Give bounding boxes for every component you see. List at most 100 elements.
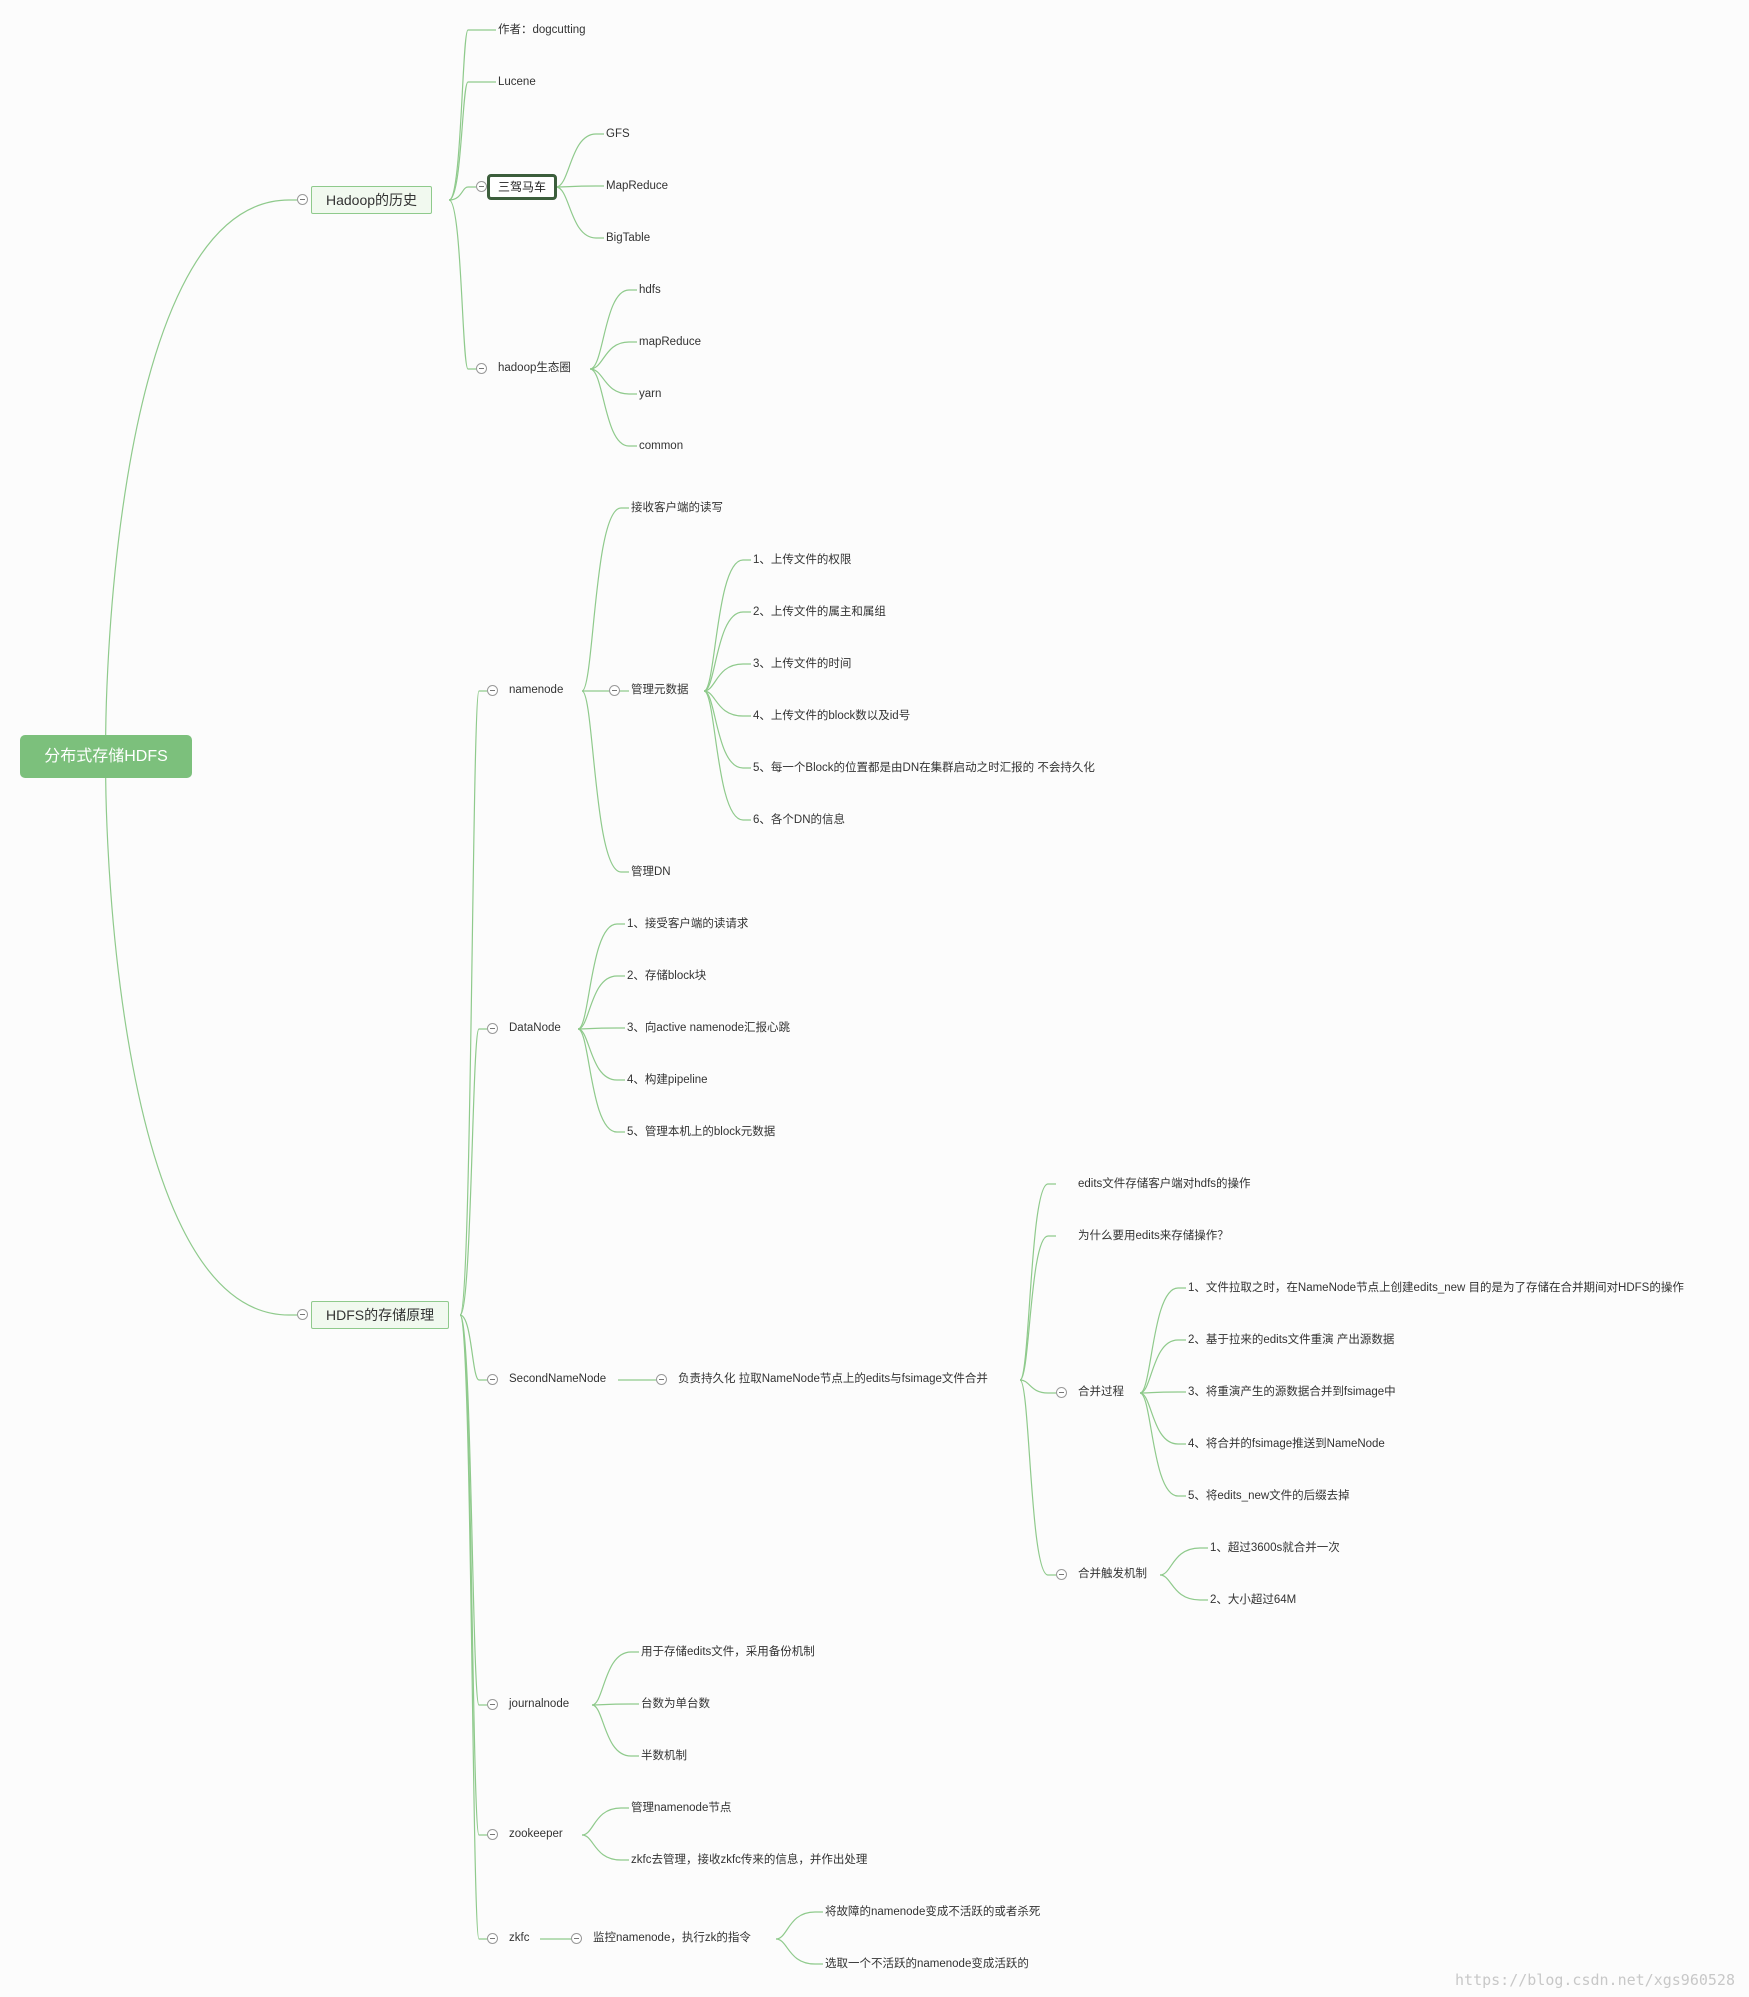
collapse-icon[interactable] xyxy=(476,181,487,192)
connector xyxy=(775,1938,823,1965)
topic-zkfc-monitor[interactable]: 监控namenode，执行zk的指令 xyxy=(593,1932,751,1944)
connector xyxy=(703,663,751,692)
topic-snn-duty[interactable]: 负责持久化 拉取NameNode节点上的edits与fsimage文件合并 xyxy=(678,1373,988,1385)
topic-jn-2[interactable]: 台数为单台数 xyxy=(641,1698,710,1710)
connector xyxy=(703,690,751,821)
topic-lucene[interactable]: Lucene xyxy=(498,76,536,88)
connector xyxy=(1139,1392,1186,1445)
collapse-icon[interactable] xyxy=(487,685,498,696)
root-node[interactable]: 分布式存储HDFS xyxy=(20,735,192,778)
collapse-icon[interactable] xyxy=(297,1309,308,1320)
topic-merge-5[interactable]: 5、将edits_new文件的后缀去掉 xyxy=(1188,1490,1350,1502)
connector xyxy=(1019,1235,1056,1381)
topic-meta-5[interactable]: 5、每一个Block的位置都是由DN在集群启动之时汇报的 不会持久化 xyxy=(753,762,1095,774)
topic-merge-3[interactable]: 3、将重演产生的源数据合并到fsimage中 xyxy=(1188,1386,1396,1398)
topic-metadata[interactable]: 管理元数据 xyxy=(631,684,689,696)
connector xyxy=(581,1807,629,1836)
topic-client-rw[interactable]: 接收客户端的读写 xyxy=(631,502,723,514)
connector xyxy=(459,1028,487,1316)
topic-hadoop-history[interactable]: Hadoop的历史 xyxy=(311,186,433,214)
collapse-icon[interactable] xyxy=(487,1374,498,1385)
collapse-icon[interactable] xyxy=(487,1829,498,1840)
topic-dn-4[interactable]: 4、构建pipeline xyxy=(627,1074,708,1086)
topic-jn-1[interactable]: 用于存储edits文件，采用备份机制 xyxy=(641,1646,815,1658)
topic-zookeeper[interactable]: zookeeper xyxy=(509,1828,563,1840)
topic-hadoop-ecosystem[interactable]: hadoop生态圈 xyxy=(498,362,571,374)
topic-meta-4[interactable]: 4、上传文件的block数以及id号 xyxy=(753,710,911,722)
topic-why-edits[interactable]: 为什么要用edits来存储操作？ xyxy=(1078,1230,1229,1242)
topic-dn-3[interactable]: 3、向active namenode汇报心跳 xyxy=(627,1022,790,1034)
watermark: https://blog.csdn.net/xgs960528 xyxy=(1455,1971,1735,1989)
connector xyxy=(591,1703,639,1706)
connector xyxy=(577,923,625,1030)
connector xyxy=(1139,1391,1186,1394)
collapse-icon[interactable] xyxy=(487,1933,498,1944)
collapse-icon[interactable] xyxy=(487,1023,498,1034)
topic-journalnode[interactable]: journalnode xyxy=(509,1698,570,1710)
topic-mapreduce[interactable]: MapReduce xyxy=(606,180,669,192)
topic-merge-trigger[interactable]: 合并触发机制 xyxy=(1078,1568,1147,1580)
collapse-icon[interactable] xyxy=(656,1374,667,1385)
topic-edits-store[interactable]: edits文件存储客户端对hdfs的操作 xyxy=(1078,1178,1251,1190)
collapse-icon[interactable] xyxy=(609,685,620,696)
collapse-icon[interactable] xyxy=(487,1699,498,1710)
topic-merge-process[interactable]: 合并过程 xyxy=(1078,1386,1124,1398)
topic-secondnamenode[interactable]: SecondNameNode xyxy=(509,1373,607,1385)
connector xyxy=(555,185,604,188)
connector xyxy=(555,186,604,239)
topic-namenode[interactable]: namenode xyxy=(509,684,564,696)
connector xyxy=(581,1834,629,1861)
topic-dn-1[interactable]: 1、接受客户端的读请求 xyxy=(627,918,749,930)
topic-meta-1[interactable]: 1、上传文件的权限 xyxy=(753,554,852,566)
topic-merge-2[interactable]: 2、基于拉来的edits文件重演 产出源数据 xyxy=(1188,1334,1395,1346)
connector xyxy=(703,559,751,692)
collapse-icon[interactable] xyxy=(1056,1569,1067,1580)
connector xyxy=(105,755,297,1316)
connector xyxy=(448,29,476,201)
topic-zk-1[interactable]: 管理namenode节点 xyxy=(631,1802,732,1814)
topic-mapreduce-eco[interactable]: mapReduce xyxy=(639,336,702,348)
topic-hdfs-storage[interactable]: HDFS的存储原理 xyxy=(311,1301,450,1329)
connector xyxy=(459,1314,487,1706)
connector xyxy=(1139,1287,1186,1394)
connector xyxy=(589,341,637,370)
topic-jn-3[interactable]: 半数机制 xyxy=(641,1750,687,1762)
connector xyxy=(577,1028,625,1133)
topic-yarn[interactable]: yarn xyxy=(639,388,662,400)
topic-merge-1[interactable]: 1、文件拉取之时，在NameNode节点上创建edits_new 目的是为了存储… xyxy=(1188,1282,1684,1294)
topic-zk-2[interactable]: zkfc去管理，接收zkfc传来的信息，并作出处理 xyxy=(631,1854,868,1866)
topic-hdfs[interactable]: hdfs xyxy=(639,284,661,296)
topic-troika-selected[interactable]: 三驾马车 xyxy=(487,174,558,200)
collapse-icon[interactable] xyxy=(476,363,487,374)
topic-zkfc-1[interactable]: 将故障的namenode变成不活跃的或者杀死 xyxy=(825,1906,1041,1918)
topic-dn-2[interactable]: 2、存储block块 xyxy=(627,970,707,982)
connector xyxy=(703,690,751,717)
connector xyxy=(1019,1379,1056,1576)
topic-zkfc[interactable]: zkfc xyxy=(509,1932,530,1944)
collapse-icon[interactable] xyxy=(1056,1387,1067,1398)
topic-trigger-1[interactable]: 1、超过3600s就合并一次 xyxy=(1210,1542,1340,1554)
topic-manage-dn[interactable]: 管理DN xyxy=(631,866,671,878)
topic-datanode[interactable]: DataNode xyxy=(509,1022,561,1034)
connector xyxy=(1159,1547,1208,1576)
topic-meta-3[interactable]: 3、上传文件的时间 xyxy=(753,658,852,670)
topic-author[interactable]: 作者：dogcutting xyxy=(498,24,586,36)
topic-common[interactable]: common xyxy=(639,440,684,452)
connector xyxy=(775,1911,823,1940)
connector xyxy=(1139,1339,1186,1394)
topic-zkfc-2[interactable]: 选取一个不活跃的namenode变成活跃的 xyxy=(825,1958,1029,1970)
topic-trigger-2[interactable]: 2、大小超过64M xyxy=(1210,1594,1297,1606)
topic-dn-5[interactable]: 5、管理本机上的block元数据 xyxy=(627,1126,776,1138)
topic-merge-4[interactable]: 4、将合并的fsimage推送到NameNode xyxy=(1188,1438,1385,1450)
topic-gfs[interactable]: GFS xyxy=(606,128,630,140)
connector xyxy=(577,1027,625,1030)
connector xyxy=(448,199,476,370)
connector xyxy=(459,1314,487,1381)
connector xyxy=(577,975,625,1030)
collapse-icon[interactable] xyxy=(571,1933,582,1944)
collapse-icon[interactable] xyxy=(297,194,308,205)
topic-bigtable[interactable]: BigTable xyxy=(606,232,651,244)
topic-meta-2[interactable]: 2、上传文件的属主和属组 xyxy=(753,606,886,618)
topic-meta-6[interactable]: 6、各个DN的信息 xyxy=(753,814,846,826)
